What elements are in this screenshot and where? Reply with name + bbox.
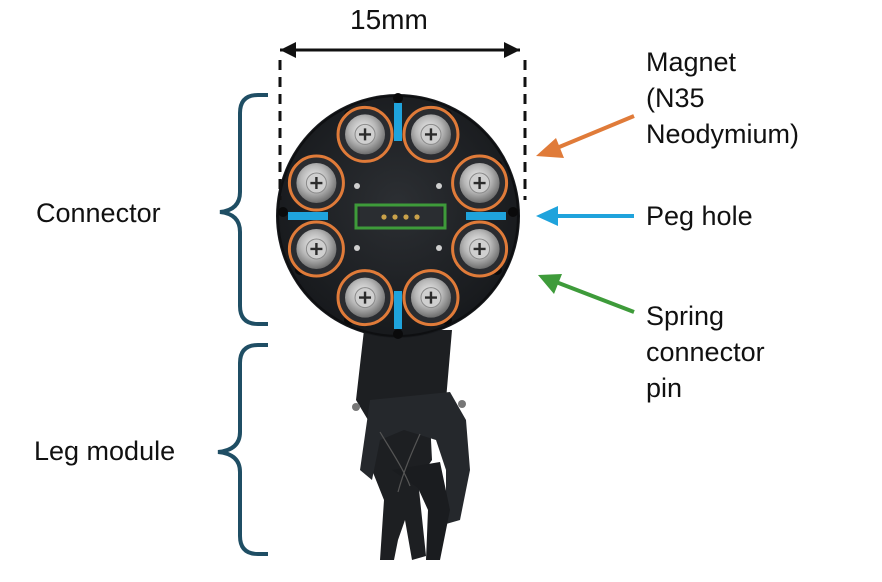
magnet-label-line: Neodymium) (646, 116, 799, 152)
magnet-screw (404, 107, 458, 161)
peg-hole-mark (466, 212, 506, 220)
leg-module-bracket (218, 345, 268, 554)
magnet-screw (338, 271, 392, 325)
peg-hole-label: Peg hole (646, 198, 753, 234)
magnet-label: Magnet (N35 Neodymium) (646, 44, 799, 152)
magnet-arrow (536, 116, 634, 158)
magnet-label-line: Magnet (646, 44, 799, 80)
peg-hole-mark (288, 212, 328, 220)
connector-bracket (220, 95, 268, 324)
peg-hole-mark (394, 291, 402, 329)
spring-connector-pin (356, 205, 445, 228)
connector-label: Connector (36, 195, 161, 231)
magnet-screw (453, 156, 507, 210)
magnet-screw (289, 156, 343, 210)
spring-pin-label-line: Spring (646, 298, 765, 334)
magnet-screw (338, 107, 392, 161)
dimension-label: 15mm (350, 2, 428, 38)
peg-hole-mark (394, 103, 402, 141)
leg-module-label: Leg module (34, 433, 175, 469)
magnet-label-line: (N35 (646, 80, 799, 116)
magnet-screw (289, 222, 343, 276)
spring-pin-label-line: connector (646, 334, 765, 370)
leg-module-body (352, 330, 470, 560)
magnet-screw (453, 222, 507, 276)
spring-pin-arrow (538, 274, 634, 312)
spring-pin-label: Spring connector pin (646, 298, 765, 406)
peg-hole-arrow (536, 206, 634, 226)
magnet-screw (404, 271, 458, 325)
spring-pin-label-line: pin (646, 370, 765, 406)
